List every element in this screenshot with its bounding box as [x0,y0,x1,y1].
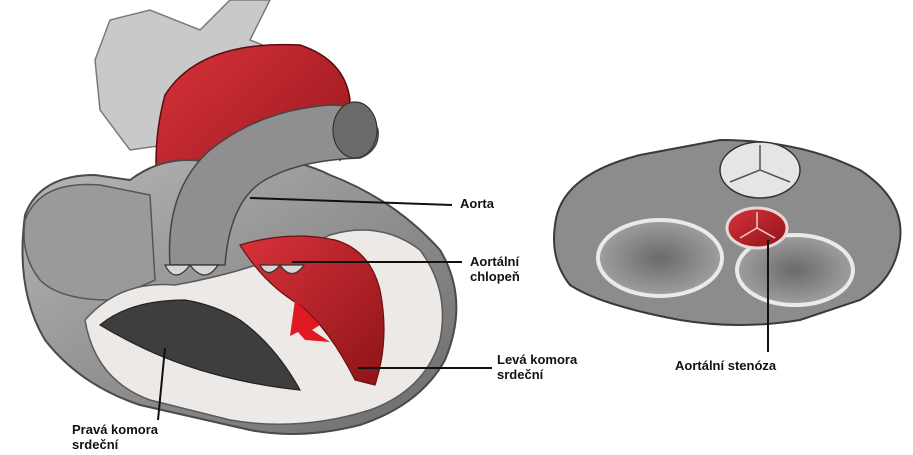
label-aortic-stenosis-text: Aortální stenóza [675,358,776,373]
label-aorta: Aorta [460,196,494,211]
label-right-ventricle-line1: Pravá komora [72,422,158,437]
label-aorta-text: Aorta [460,196,494,211]
valve-plane-top-view [554,140,901,325]
label-left-ventricle: Levá komora srdeční [497,352,577,382]
tricuspid-valve [598,220,722,296]
label-aortic-valve-line1: Aortální [470,254,520,269]
label-left-ventricle-line2: srdeční [497,367,577,382]
label-aortic-valve-line2: chlopeň [470,269,520,284]
label-aortic-valve: Aortální chlopeň [470,254,520,284]
right-atrium [24,184,155,300]
aorta-opening [333,102,377,158]
label-right-ventricle: Pravá komora srdeční [72,422,158,452]
label-left-ventricle-line1: Levá komora [497,352,577,367]
label-aortic-stenosis: Aortální stenóza [675,358,776,373]
